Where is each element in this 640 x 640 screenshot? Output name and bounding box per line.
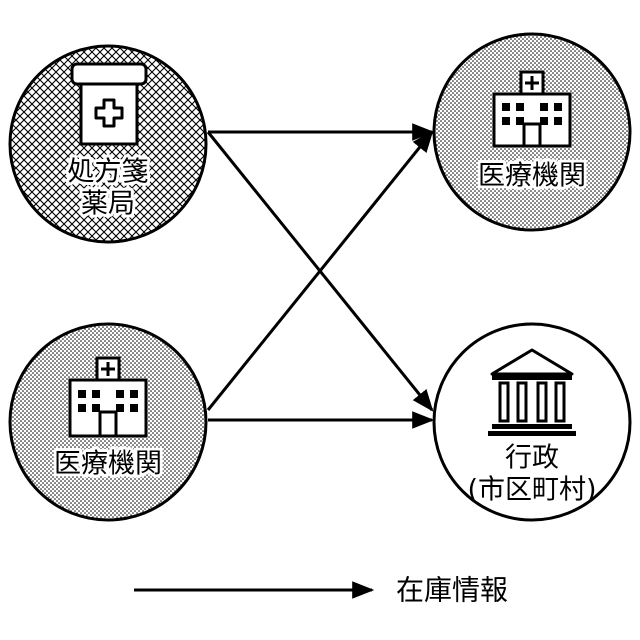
legend-label: 在庫情報 [396, 574, 508, 607]
medical-right-label: 医療機関 [478, 161, 586, 192]
node-medical-right: 医療機関 [434, 34, 630, 230]
node-pharmacy: 処方箋 薬局 [10, 46, 206, 242]
node-medical-left: 医療機関 [10, 324, 206, 520]
pharmacy-building-icon [72, 64, 146, 144]
government-label-line2: (市区町村) [467, 475, 596, 506]
pharmacy-label-line1: 処方箋 [68, 157, 149, 188]
arrows [208, 132, 432, 420]
node-government: 行政 (市区町村) [434, 324, 630, 520]
medical-left-label: 医療機関 [54, 449, 162, 480]
government-label-line1: 行政 [505, 443, 559, 474]
legend: 在庫情報 [134, 574, 508, 607]
pharmacy-label-line2: 薬局 [81, 189, 135, 220]
